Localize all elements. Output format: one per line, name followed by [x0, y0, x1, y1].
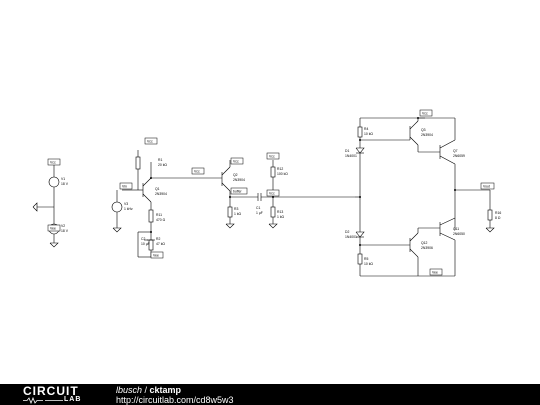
q11-value: 2N6050 — [453, 232, 465, 236]
r11-ref: R11 — [156, 213, 162, 217]
q1-value: 2N3904 — [155, 192, 167, 196]
r13-ref: R13 — [277, 210, 283, 214]
r2-ref: R2 — [156, 237, 160, 241]
q2-value: 2N3904 — [233, 178, 245, 182]
net-box-vee-1 — [47, 224, 61, 232]
r2-value: 47 kΩ — [156, 242, 165, 246]
r12-ref: R12 — [277, 167, 283, 171]
net-box-vin — [119, 182, 133, 190]
logo-circuit-text: CIRCUIT — [23, 384, 79, 398]
r3-ref: R3 — [234, 207, 238, 211]
net-label-vcc-5: Vcc — [269, 155, 275, 159]
q3-ref: Q3 — [421, 128, 426, 132]
c1-value: 1 µF — [256, 211, 263, 215]
r4-value: 10 kΩ — [364, 132, 373, 136]
net-label-vcc-7: Vcc — [422, 112, 428, 116]
net-box-vcc-3 — [191, 167, 205, 175]
logo-lab-text: LAB — [64, 396, 82, 403]
net-box-vcc-7 — [419, 109, 433, 117]
r13-value: 1 kΩ — [277, 215, 285, 219]
r12-value: 100 kΩ — [277, 172, 288, 176]
net-label-vee-3: Vee — [432, 271, 438, 275]
net-label-vcc-2: Vcc — [147, 140, 153, 144]
q2-ref: Q2 — [233, 173, 238, 177]
net-label-buffer: buffer — [233, 190, 242, 194]
meta-separator: / — [142, 385, 150, 395]
net-label-vcc-3: Vcc — [194, 170, 200, 174]
logo-wave-icon — [23, 397, 63, 404]
net-box-buffer — [230, 187, 248, 195]
q12-value: 2N3906 — [421, 246, 433, 250]
d1-value: 1N4001 — [345, 154, 357, 158]
net-box-vcc-4 — [230, 157, 244, 165]
r3-value: 1 kΩ — [234, 212, 242, 216]
net-box-vee-2 — [150, 251, 164, 259]
r16-ref: R16 — [495, 211, 501, 215]
net-label-vee-1: Vee — [50, 227, 56, 231]
footer-bar: CIRCUIT LAB lbusch / cktamp http://circu… — [0, 384, 540, 405]
circuit-title[interactable]: cktamp — [149, 385, 182, 395]
schematic-canvas: Vcc Vee Vin Vcc Vcc Vcc buffer Vcc Vcc V… — [32, 109, 501, 277]
net-label-vcc-4: Vcc — [233, 160, 239, 164]
circuit-url-link[interactable]: http://circuitlab.com/cd8w5w3 — [116, 395, 234, 405]
v3-ref: V3 — [124, 202, 128, 206]
net-box-vcc-6 — [266, 189, 280, 197]
v1-ref: V1 — [61, 177, 65, 181]
r1-value: 20 kΩ — [158, 163, 167, 167]
v1-value: 18 V — [61, 182, 69, 186]
v2-value: 18 V — [61, 229, 69, 233]
c2-value: 10 µF — [141, 242, 150, 246]
net-label-vcc-6: Vcc — [269, 192, 275, 196]
q7-value: 2N6059 — [453, 154, 465, 158]
circuit-meta: lbusch / cktamp — [116, 385, 181, 395]
q11-ref: Q11 — [453, 227, 459, 231]
d1-ref: D1 — [345, 149, 349, 153]
q3-value: 2N3904 — [421, 133, 433, 137]
net-label-vout: Vout — [483, 185, 490, 189]
net-box-vcc-2 — [144, 137, 158, 145]
r1-ref: R1 — [158, 158, 162, 162]
net-box-vcc-1 — [47, 158, 61, 166]
c2-ref: C2 — [141, 237, 145, 241]
net-box-vcc-5 — [266, 152, 280, 160]
d2-value: 1N4001 — [345, 235, 357, 239]
net-label-vcc-1: Vcc — [50, 161, 56, 165]
net-label-vin: Vin — [122, 185, 127, 189]
r16-value: 8 Ω — [495, 216, 501, 220]
r5-ref: R5 — [364, 257, 368, 261]
q12-ref: Q12 — [421, 241, 428, 245]
q7-ref: Q7 — [453, 149, 458, 153]
d2-ref: D2 — [345, 230, 349, 234]
r11-value: 470 Ω — [156, 218, 166, 222]
r5-value: 10 kΩ — [364, 262, 373, 266]
net-label-vee-2: Vee — [153, 254, 159, 258]
author-link[interactable]: lbusch — [116, 385, 143, 395]
c1-ref: C1 — [256, 206, 260, 210]
r4-ref: R4 — [364, 127, 368, 131]
v2-ref: V2 — [61, 224, 65, 228]
v3-value: 1 kHz — [124, 207, 133, 211]
net-box-vee-3 — [429, 268, 443, 276]
q1-ref: Q1 — [155, 187, 160, 191]
net-box-vout — [480, 182, 495, 190]
